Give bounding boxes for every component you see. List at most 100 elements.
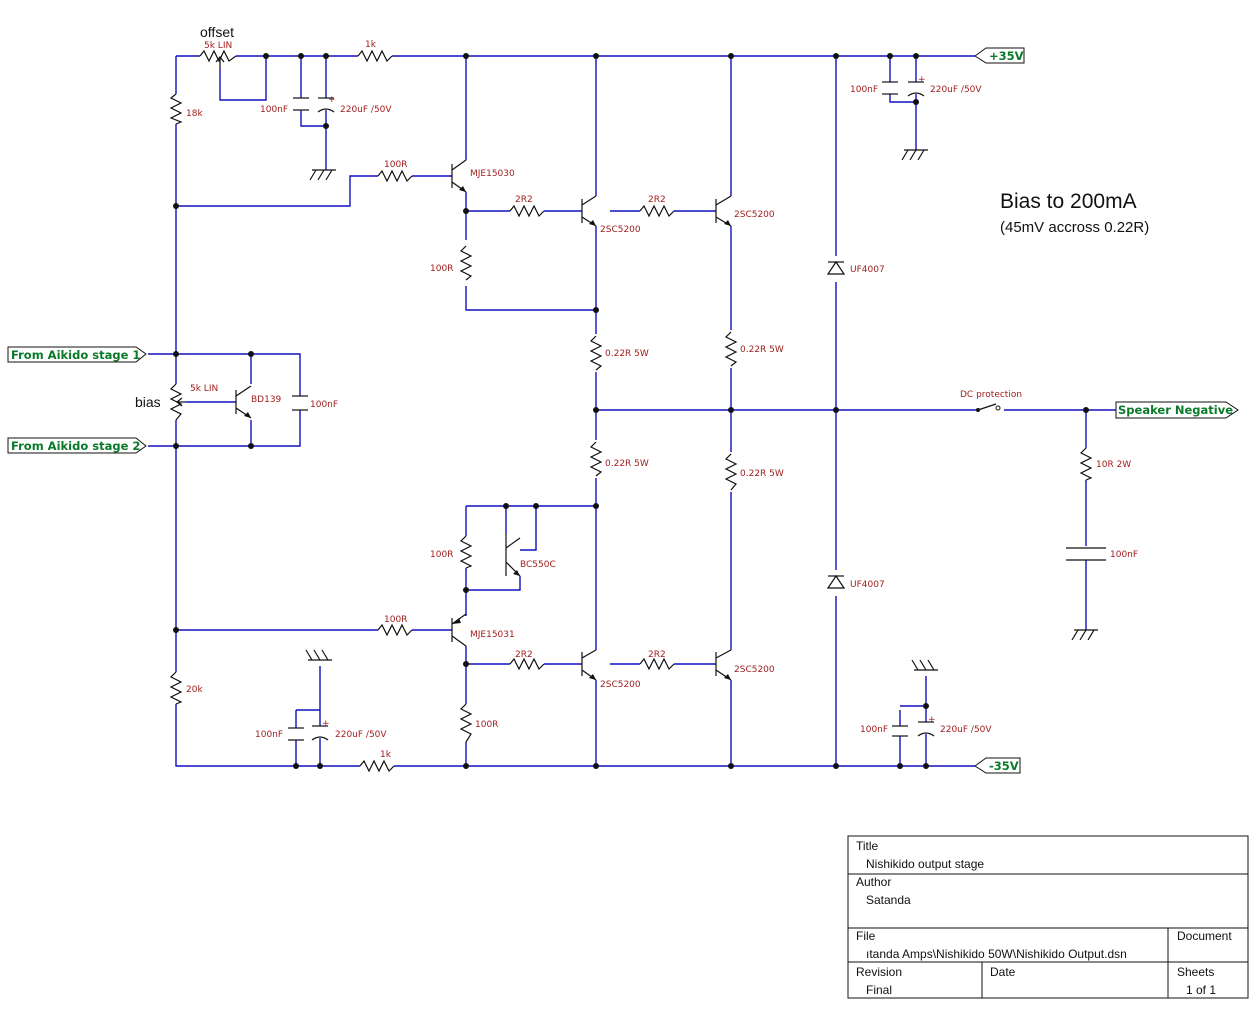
r-022-a-label: 0.22R 5W [605, 349, 649, 359]
ground-bottom-left [305, 649, 332, 661]
q-2sc5200-a-label: 2SC5200 [600, 225, 641, 235]
resistor-100r-bot [377, 623, 413, 637]
svg-text:+: + [928, 715, 936, 725]
r-20k-label: 20k [186, 685, 203, 695]
tb-revision-value: Final [866, 983, 892, 997]
q-2sc5200-d-label: 2SC5200 [734, 665, 775, 675]
transistor-2sc5200-b [715, 195, 732, 227]
port-minus-35v: -35V [974, 757, 1021, 774]
r-18k-label: 18k [186, 109, 203, 119]
c-rb-100n-label: 100nF [860, 725, 888, 735]
q-2sc5200-c-label: 2SC5200 [600, 680, 641, 690]
port-aikido-1: From Aikido stage 1 [7, 346, 147, 363]
wires [148, 55, 1116, 767]
tb-revision-label: Revision [856, 965, 902, 979]
svg-text:From Aikido stage 1: From Aikido stage 1 [11, 348, 140, 362]
r-2r2-c-label: 2R2 [515, 650, 533, 660]
r-2r2-b-label: 2R2 [648, 195, 666, 205]
tb-title-label: Title [856, 839, 879, 853]
diode-uf4007-top [826, 260, 846, 275]
tb-title-value: Nishikido output stage [866, 857, 984, 871]
r-2r2-d-label: 2R2 [648, 650, 666, 660]
tb-author-label: Author [856, 875, 891, 889]
tb-author-value: Satanda [866, 893, 911, 907]
c-zobel-label: 100nF [1110, 550, 1138, 560]
capacitors: + + + + [288, 75, 1106, 741]
r-022-c-label: 0.22R 5W [605, 459, 649, 469]
resistor-100r-emitter-top [459, 245, 473, 281]
bias-note-title: Bias to 200mA [1000, 190, 1137, 213]
resistor-1k-top [357, 49, 393, 63]
svg-text:+35V: +35V [989, 49, 1024, 63]
resistor-2r2-b [639, 204, 675, 218]
resistor-2r2-d [639, 657, 675, 671]
transistor-2sc5200-c [581, 649, 597, 681]
diodes [826, 260, 846, 589]
resistor-100r-top [377, 169, 413, 183]
svg-text:-35V: -35V [989, 759, 1019, 773]
svg-text:+: + [322, 719, 330, 729]
tb-file-value: ıtanda Amps\Nishikido 50W\Nishikido Outp… [866, 947, 1127, 961]
tb-date-label: Date [990, 965, 1016, 979]
port-plus-35v: +35V [974, 47, 1025, 64]
r-100r-bot-label: 100R [384, 615, 407, 625]
port-aikido-2: From Aikido stage 2 [7, 437, 147, 454]
tb-sheets-value: 1 of 1 [1186, 983, 1216, 997]
pot-bias-label: 5k LIN [190, 384, 218, 394]
resistor-022-b [724, 331, 738, 367]
dc-prot-label: DC protection [960, 390, 1022, 400]
resistor-022-a [589, 335, 603, 371]
r-2r2-a-label: 2R2 [515, 195, 533, 205]
r-bot-1k-label: 1k [380, 750, 392, 760]
r-022-b-label: 0.22R 5W [740, 345, 784, 355]
resistor-10r [1079, 447, 1093, 481]
resistor-20k [169, 671, 183, 705]
title-block: Title Nishikido output stage Author Sata… [847, 835, 1249, 999]
resistor-2r2-c [509, 657, 545, 671]
pot-offset [199, 49, 237, 63]
c-bot-220u-label: 220uF /50V [335, 730, 387, 740]
resistor-1k-bot [359, 759, 395, 773]
c-rt-100n-label: 100nF [850, 85, 878, 95]
resistor-100r-bc [459, 535, 473, 569]
ground-top-left [309, 169, 336, 181]
transistor-2sc5200-d [715, 649, 732, 681]
transistor-bd139 [235, 385, 252, 419]
transistor-2sc5200-a [581, 195, 597, 227]
tb-sheets-label: Sheets [1177, 965, 1214, 979]
pot-offset-label: 5k LIN [204, 41, 232, 51]
resistors [169, 49, 1093, 773]
potentiometers [169, 49, 237, 421]
c-top-220u-label: 220uF /50V [340, 105, 392, 115]
q-mje15030-label: MJE15030 [470, 169, 515, 179]
r-10r-label: 10R 2W [1096, 460, 1131, 470]
diode-uf4007-bottom [826, 574, 846, 589]
ports: +35V -35V From Aikido stage 1 From Aikid… [7, 47, 1239, 774]
port-speaker-negative: Speaker Negative [1115, 401, 1239, 419]
pot-bias [169, 383, 183, 421]
c-bot-100n-label: 100nF [255, 730, 283, 740]
svg-text:From Aikido stage 2: From Aikido stage 2 [11, 439, 140, 453]
resistor-022-d [724, 453, 738, 491]
resistor-18k [169, 93, 183, 125]
bias-note-subtitle: (45mV accross 0.22R) [1000, 219, 1149, 236]
c-rb-220u-label: 220uF /50V [940, 725, 992, 735]
tb-file-label: File [856, 929, 876, 943]
resistor-022-c [589, 441, 603, 477]
r-top-1k-label: 1k [365, 40, 377, 50]
r-100r-top-label: 100R [384, 160, 407, 170]
r-022-d-label: 0.22R 5W [740, 469, 784, 479]
q-bd139-label: BD139 [251, 395, 282, 405]
ground-zobel [1071, 629, 1098, 641]
r-100r-bc-label: 100R [430, 550, 453, 560]
q-mje15031-label: MJE15031 [470, 630, 515, 640]
transistor-mje15031 [451, 613, 467, 647]
tb-document-label: Document [1177, 929, 1232, 943]
r-100r-e-bot-label: 100R [475, 720, 498, 730]
c-rt-220u-label: 220uF /50V [930, 85, 982, 95]
d-top-label: UF4007 [850, 265, 885, 275]
svg-text:+: + [328, 95, 336, 105]
q-2sc5200-b-label: 2SC5200 [734, 210, 775, 220]
svg-text:Speaker Negative: Speaker Negative [1118, 403, 1233, 417]
